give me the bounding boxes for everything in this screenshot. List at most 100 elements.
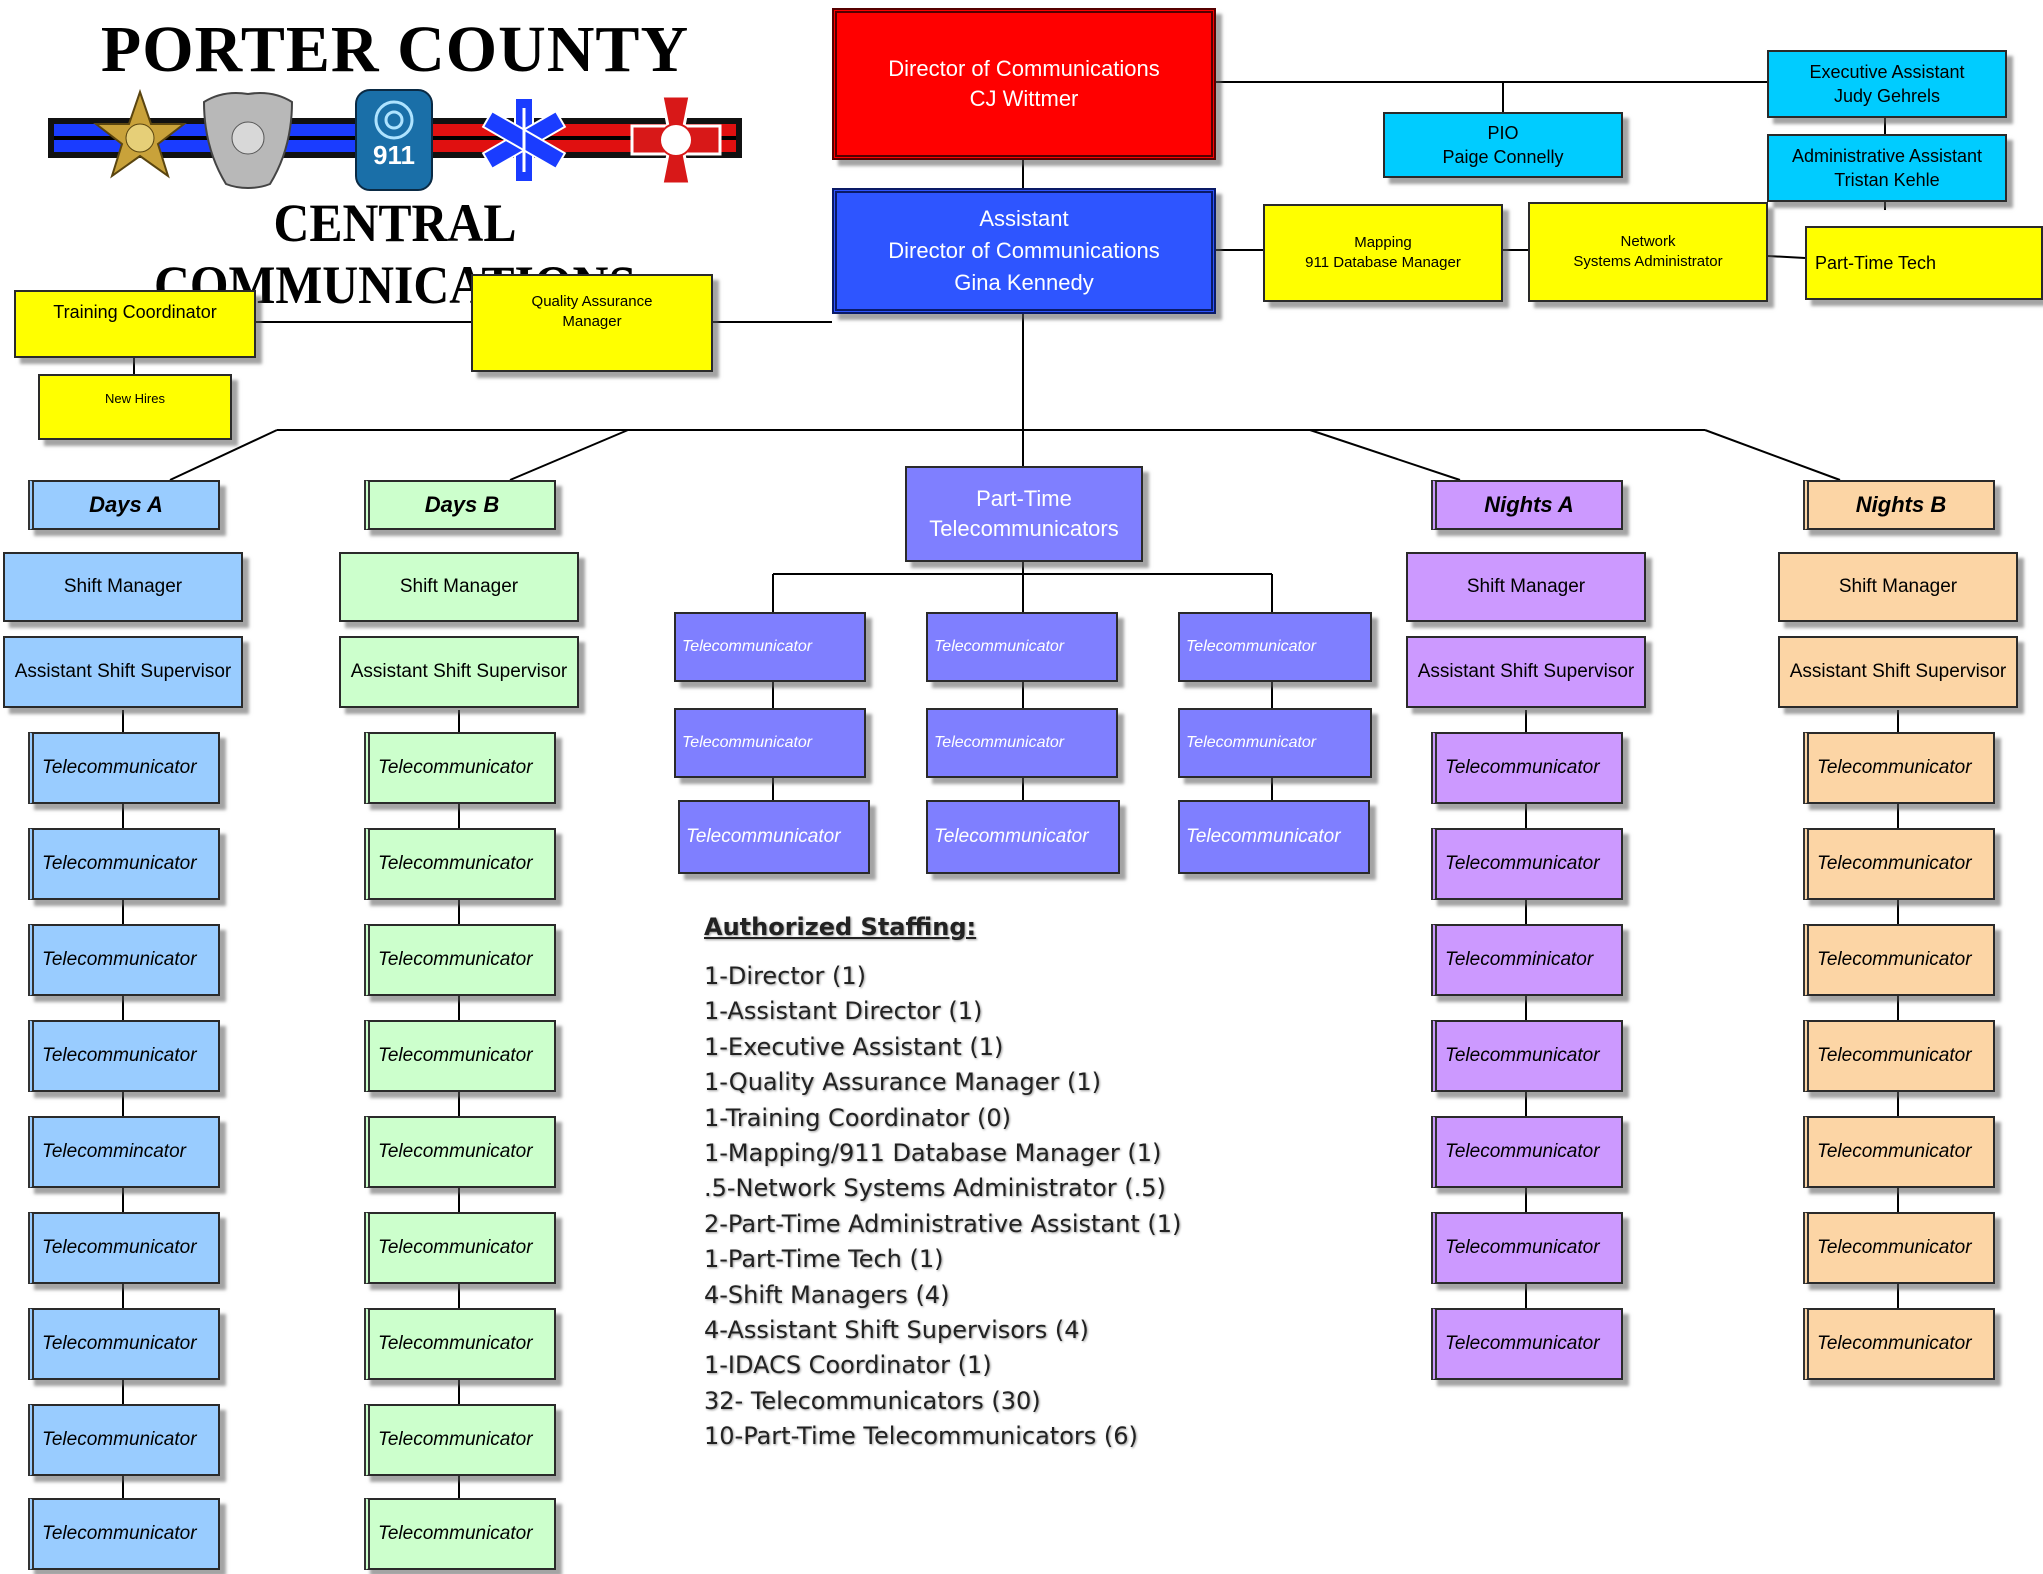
nights-a-telecommunicator-label: Telecommunicator bbox=[1445, 1237, 1600, 1259]
days-b-telecommunicator[interactable]: Telecommunicator bbox=[364, 1212, 556, 1284]
pt-telecommunicator-label: Telecommunicator bbox=[934, 638, 1065, 656]
pt-telecommunicator-label: Telecommunicator bbox=[934, 734, 1065, 752]
nights-b-telecommunicator[interactable]: Telecommunicator bbox=[1803, 1308, 1995, 1380]
nights-a-telecommunicator[interactable]: Telecommunicator bbox=[1431, 828, 1623, 900]
nights-a-shift-manager-label: Shift Manager bbox=[1466, 576, 1586, 598]
qa-manager-box[interactable]: Quality Assurance Manager bbox=[471, 274, 713, 372]
days-a-telecommunicator[interactable]: Telecommunicator bbox=[28, 1404, 220, 1476]
days-b-telecommunicator[interactable]: Telecommunicator bbox=[364, 1020, 556, 1092]
nights-b-telecommunicator[interactable]: Telecommunicator bbox=[1803, 828, 1995, 900]
days-a-shift-manager[interactable]: Shift Manager bbox=[3, 552, 243, 622]
pt-telecommunicator-label: Telecommunicator bbox=[1186, 638, 1317, 656]
pt-telecommunicator-box[interactable]: Telecommunicator bbox=[1178, 708, 1372, 778]
assistant-director-box[interactable]: Assistant Director of Communications Gin… bbox=[832, 188, 1216, 314]
days-a-telecommunicator[interactable]: Telecommunicator bbox=[28, 1212, 220, 1284]
nights-b-header[interactable]: Nights B bbox=[1803, 480, 1995, 530]
nights-a-telecommunicator[interactable]: Telecommunicator bbox=[1431, 1212, 1623, 1284]
nights-b-telecommunicator[interactable]: Telecommunicator bbox=[1803, 1212, 1995, 1284]
days-a-telecommunicator[interactable]: Telecommunicator bbox=[28, 732, 220, 804]
nights-a-telecommunicator-label: Telecommunicator bbox=[1445, 1141, 1600, 1163]
days-a-telecommunicator[interactable]: Telecommunicator bbox=[28, 1498, 220, 1570]
pio-box[interactable]: PIO Paige Connelly bbox=[1383, 112, 1623, 178]
nights-a-shift-manager[interactable]: Shift Manager bbox=[1406, 552, 1646, 622]
days-a-header[interactable]: Days A bbox=[28, 480, 220, 530]
nights-a-telecommunicator[interactable]: Telecommunicator bbox=[1431, 732, 1623, 804]
director-box[interactable]: Director of Communications CJ Wittmer bbox=[832, 8, 1216, 160]
network-line1: Network bbox=[1620, 232, 1676, 250]
days-b-telecommunicator[interactable]: Telecommunicator bbox=[364, 924, 556, 996]
pt-telecommunicator-box[interactable]: Telecommunicator bbox=[674, 612, 866, 682]
pt-telecommunicator-label: Telecommunicator bbox=[682, 638, 813, 656]
nights-b-assistant-supervisor[interactable]: Assistant Shift Supervisor bbox=[1778, 636, 2018, 708]
new-hires-box[interactable]: New Hires bbox=[38, 374, 232, 440]
qa-manager-line2: Manager bbox=[562, 313, 622, 331]
days-a-telecommunicator[interactable]: Telecommunicator bbox=[28, 1308, 220, 1380]
nights-a-header[interactable]: Nights A bbox=[1431, 480, 1623, 530]
pt-telecommunicator-box[interactable]: Telecommunicator bbox=[678, 800, 870, 874]
days-a-telecommunicator[interactable]: Telecommunicator bbox=[28, 924, 220, 996]
days-a-telecommunicator-label: Telecommunicator bbox=[42, 1429, 197, 1451]
days-a-telecommunicator[interactable]: Telecommunicator bbox=[28, 1020, 220, 1092]
nights-b-telecommunicator-label: Telecommunicator bbox=[1817, 757, 1972, 779]
star-of-life-icon bbox=[481, 97, 567, 183]
days-a-assistant-supervisor[interactable]: Assistant Shift Supervisor bbox=[3, 636, 243, 708]
days-b-telecommunicator[interactable]: Telecommunicator bbox=[364, 828, 556, 900]
network-admin-box[interactable]: Network Systems Administrator bbox=[1528, 202, 1768, 302]
nights-a-telecommunicator[interactable]: Telecommunicator bbox=[1431, 1308, 1623, 1380]
porter-county-logo: PORTER COUNTY 911 bbox=[30, 12, 760, 315]
nights-b-telecommunicator[interactable]: Telecommunicator bbox=[1803, 924, 1995, 996]
pt-telecommunicator-label: Telecommunicator bbox=[934, 826, 1089, 848]
administrative-assistant-box[interactable]: Administrative Assistant Tristan Kehle bbox=[1767, 134, 2007, 202]
training-coordinator-box[interactable]: Training Coordinator bbox=[14, 290, 256, 358]
nights-a-telecommunicator[interactable]: Telecomminicator bbox=[1431, 924, 1623, 996]
staffing-line: 1-Director (1) bbox=[704, 962, 866, 990]
executive-assistant-box[interactable]: Executive Assistant Judy Gehrels bbox=[1767, 50, 2007, 118]
authorized-staffing-list: Authorized Staffing: 1-Director (1) 1-As… bbox=[704, 913, 1264, 1455]
911-dispatch-icon: 911 bbox=[355, 89, 433, 191]
days-a-telecommunicator[interactable]: Telecommunicator bbox=[28, 828, 220, 900]
days-b-assistant-supervisor[interactable]: Assistant Shift Supervisor bbox=[339, 636, 579, 708]
days-b-header[interactable]: Days B bbox=[364, 480, 556, 530]
pt-telecommunicator-box[interactable]: Telecommunicator bbox=[1178, 612, 1372, 682]
days-b-telecommunicator[interactable]: Telecommunicator bbox=[364, 1498, 556, 1570]
pt-telecommunicator-box[interactable]: Telecommunicator bbox=[674, 708, 866, 778]
days-a-telecommunicator-label: Telecommunicator bbox=[42, 1045, 197, 1067]
network-line2: Systems Administrator bbox=[1573, 253, 1723, 270]
days-b-telecommunicator[interactable]: Telecommunicator bbox=[364, 1404, 556, 1476]
days-b-telecommunicator-label: Telecommunicator bbox=[378, 949, 533, 971]
days-b-shift-manager-label: Shift Manager bbox=[399, 576, 519, 598]
pt-header-line1: Part-Time bbox=[976, 486, 1072, 512]
nights-a-telecommunicator-label: Telecommunicator bbox=[1445, 1045, 1600, 1067]
director-name: CJ Wittmer bbox=[969, 86, 1079, 111]
emblem-band: 911 bbox=[48, 88, 742, 191]
nights-b-telecommunicator[interactable]: Telecommunicator bbox=[1803, 1116, 1995, 1188]
days-b-shift-manager[interactable]: Shift Manager bbox=[339, 552, 579, 622]
days-b-telecommunicator[interactable]: Telecommunicator bbox=[364, 732, 556, 804]
days-b-telecommunicator-label: Telecommunicator bbox=[378, 853, 533, 875]
nights-b-telecommunicator-label: Telecommunicator bbox=[1817, 949, 1972, 971]
pt-telecommunicator-box[interactable]: Telecommunicator bbox=[926, 708, 1118, 778]
days-b-telecommunicator[interactable]: Telecommunicator bbox=[364, 1308, 556, 1380]
svg-text:911: 911 bbox=[373, 140, 415, 170]
pt-telecommunicator-box[interactable]: Telecommunicator bbox=[926, 612, 1118, 682]
nights-a-telecommunicator[interactable]: Telecommunicator bbox=[1431, 1020, 1623, 1092]
part-time-tech-box[interactable]: Part-Time Tech bbox=[1805, 226, 2043, 300]
days-b-telecommunicator-label: Telecommunicator bbox=[378, 757, 533, 779]
mapping-line1: Mapping bbox=[1354, 233, 1412, 251]
days-a-shift-manager-label: Shift Manager bbox=[63, 576, 183, 598]
part-time-telecom-header[interactable]: Part-Time Telecommunicators bbox=[905, 466, 1143, 562]
nights-b-shift-manager[interactable]: Shift Manager bbox=[1778, 552, 2018, 622]
days-b-telecommunicator[interactable]: Telecommunicator bbox=[364, 1116, 556, 1188]
nights-b-telecommunicator[interactable]: Telecommunicator bbox=[1803, 732, 1995, 804]
mapping-box[interactable]: Mapping 911 Database Manager bbox=[1263, 204, 1503, 302]
nights-b-telecommunicator[interactable]: Telecommunicator bbox=[1803, 1020, 1995, 1092]
nights-b-shift-manager-label: Shift Manager bbox=[1838, 576, 1958, 598]
days-a-telecommunicator[interactable]: Telecommincator bbox=[28, 1116, 220, 1188]
pt-telecommunicator-box[interactable]: Telecommunicator bbox=[926, 800, 1120, 874]
nights-a-telecommunicator[interactable]: Telecommunicator bbox=[1431, 1116, 1623, 1188]
staffing-line: 1-IDACS Coordinator (1) bbox=[704, 1351, 992, 1380]
nights-a-assistant-supervisor[interactable]: Assistant Shift Supervisor bbox=[1406, 636, 1646, 708]
administrative-assistant-name: Tristan Kehle bbox=[1834, 170, 1940, 190]
staffing-title: Authorized Staffing: bbox=[704, 913, 977, 941]
pt-telecommunicator-box[interactable]: Telecommunicator bbox=[1178, 800, 1370, 874]
